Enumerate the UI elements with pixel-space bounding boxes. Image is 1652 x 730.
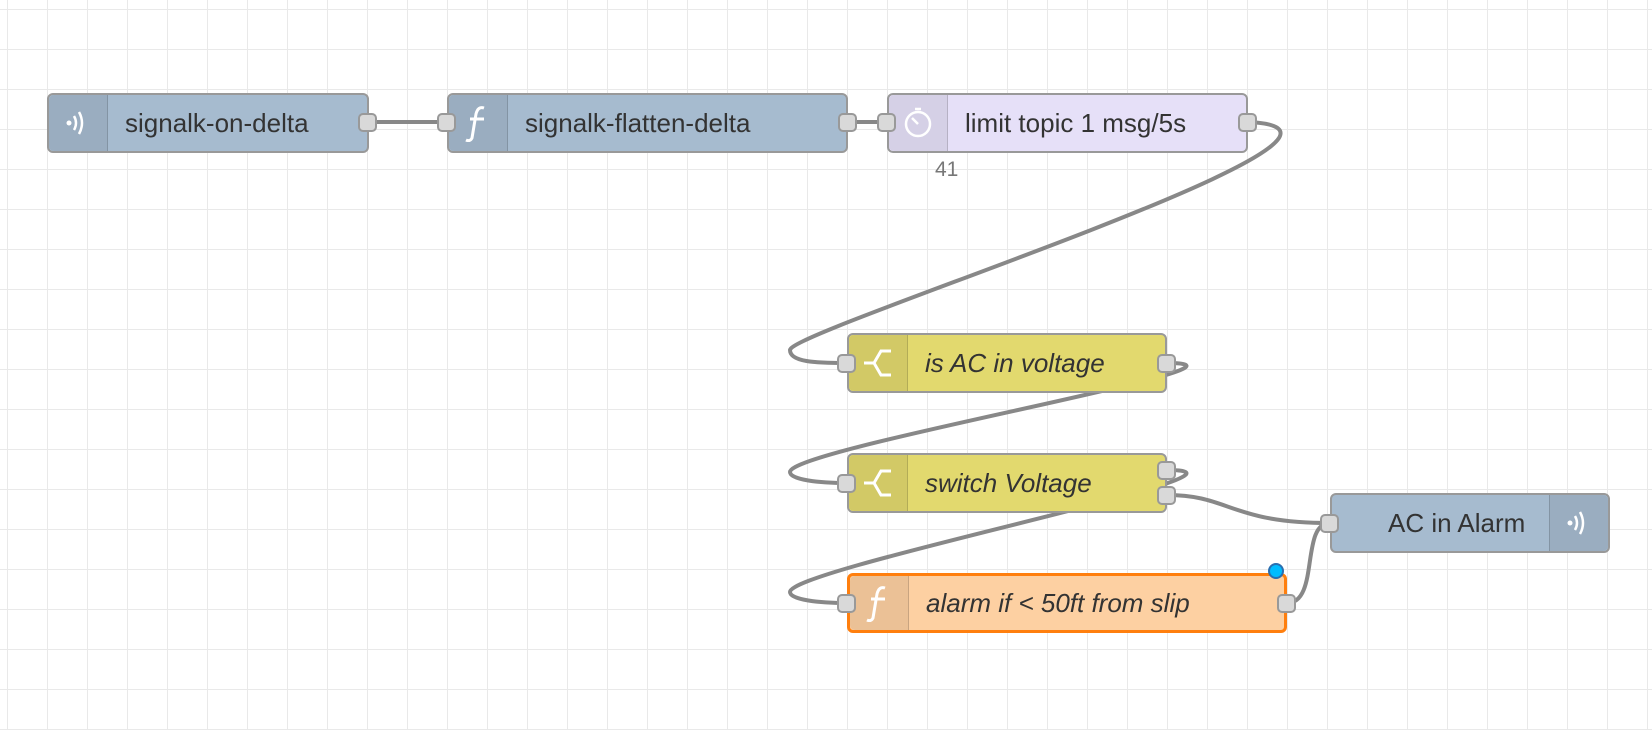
node-label: signalk-flatten-delta	[525, 107, 751, 138]
bridge-icon	[1549, 495, 1608, 551]
input-port-n2[interactable]	[437, 113, 456, 132]
node-signalk-flatten-delta[interactable]: signalk-flatten-delta	[447, 93, 848, 153]
wire-n4-n5[interactable]	[787, 361, 1189, 485]
node-label: is AC in voltage	[925, 347, 1105, 378]
output-port-n5-2[interactable]	[1157, 486, 1176, 505]
node-status-count: 41	[935, 158, 959, 181]
wire-n5-n6[interactable]	[787, 468, 1189, 605]
input-port-n6[interactable]	[837, 594, 856, 613]
output-port-n2[interactable]	[838, 113, 857, 132]
wire-n5-n7[interactable]	[1165, 493, 1332, 525]
node-label: alarm if < 50ft from slip	[926, 587, 1190, 618]
node-label: AC in Alarm	[1388, 507, 1526, 538]
changed-indicator-icon	[1268, 563, 1284, 579]
output-port-n4[interactable]	[1157, 354, 1176, 373]
node-switch-voltage[interactable]: switch Voltage	[847, 453, 1167, 513]
function-icon	[850, 576, 909, 630]
bridge-icon	[49, 95, 108, 151]
node-ac-in-alarm[interactable]: AC in Alarm	[1330, 493, 1610, 553]
output-port-n3[interactable]	[1238, 113, 1257, 132]
input-port-n4[interactable]	[837, 354, 856, 373]
timer-icon	[889, 95, 948, 151]
node-limit-topic[interactable]: limit topic 1 msg/5s	[887, 93, 1248, 153]
input-port-n5[interactable]	[837, 474, 856, 493]
wire-n6-n7[interactable]	[1285, 521, 1332, 605]
node-is-ac-in-voltage[interactable]: is AC in voltage	[847, 333, 1167, 393]
output-port-n1[interactable]	[358, 113, 377, 132]
function-icon	[449, 95, 508, 151]
node-alarm-function[interactable]: alarm if < 50ft from slip	[847, 573, 1287, 633]
node-signalk-on-delta[interactable]: signalk-on-delta	[47, 93, 369, 153]
node-label: limit topic 1 msg/5s	[965, 107, 1187, 138]
wire-n3-n4[interactable]	[787, 120, 1283, 365]
switch-icon	[849, 455, 908, 511]
node-label: signalk-on-delta	[125, 107, 309, 138]
input-port-n3[interactable]	[877, 113, 896, 132]
output-port-n5-1[interactable]	[1157, 461, 1176, 480]
switch-icon	[849, 335, 908, 391]
output-port-n6[interactable]	[1277, 594, 1296, 613]
input-port-n7[interactable]	[1320, 514, 1339, 533]
node-label: switch Voltage	[925, 467, 1092, 498]
